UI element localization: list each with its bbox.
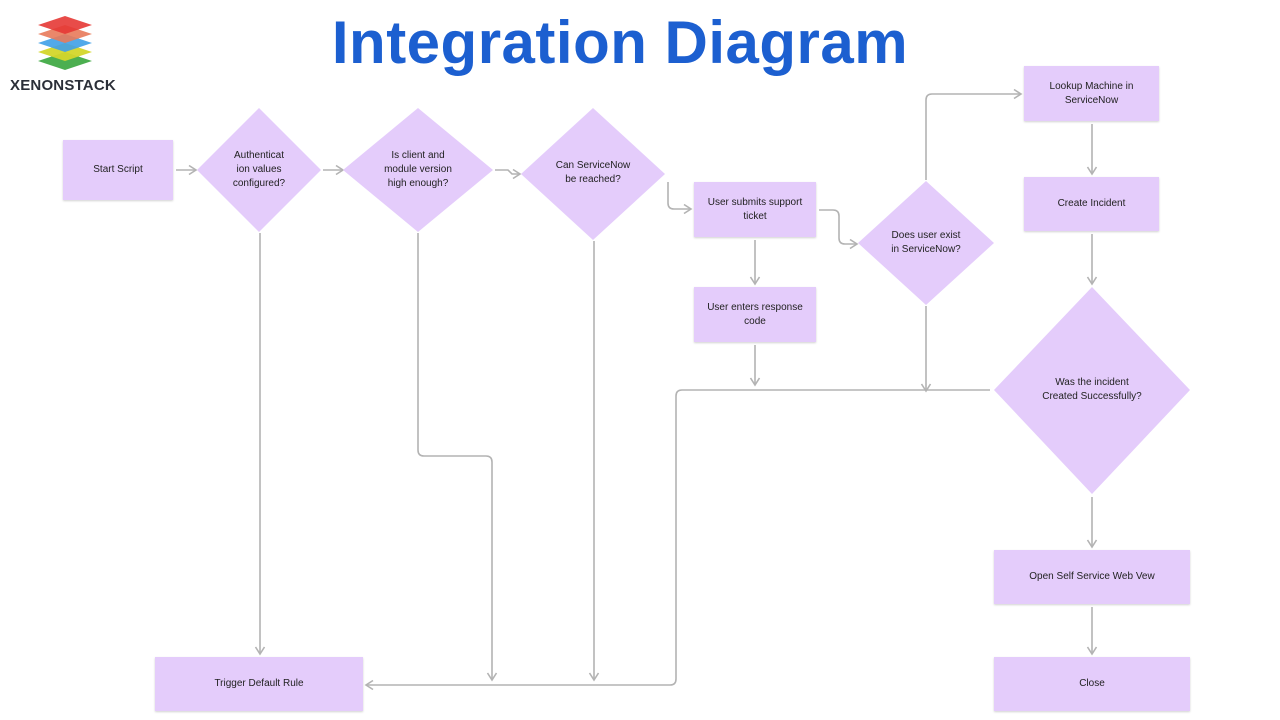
decision-auth-label: Authenticat ion values configured? — [232, 150, 286, 189]
decision-exist-label: Does user exist in ServiceNow? — [891, 230, 961, 255]
decision-auth-shape — [197, 108, 321, 232]
node-start-script: Start Script — [63, 140, 173, 200]
page-title: Integration Diagram — [331, 9, 909, 76]
node-lookup-machine: Lookup Machine in ServiceNow — [1024, 66, 1159, 121]
decision-reach-shape — [521, 108, 665, 240]
node-create-incident: Create Incident — [1024, 177, 1159, 231]
decision-success-shape — [994, 287, 1190, 494]
connector-reach-submit — [667, 182, 693, 215]
node-open-self-service: Open Self Service Web Vew — [994, 550, 1190, 604]
node-trigger-default-rule: Trigger Default Rule — [155, 657, 363, 711]
node-user-enters-code: User enters response code — [694, 287, 816, 342]
connector-submit-exist — [819, 209, 859, 250]
decision-version-shape — [343, 108, 493, 232]
connector-version-trigger — [417, 233, 498, 682]
brand-name: XENONSTACK — [10, 77, 116, 94]
decision-version-label: Is client and module version high enough… — [384, 150, 452, 189]
connector-success-trigger — [364, 389, 990, 691]
connector-version-reach — [495, 168, 522, 180]
node-close: Close — [994, 657, 1190, 711]
xenonstack-logo: XENONSTACK — [8, 10, 123, 100]
decision-exist-shape — [858, 181, 994, 305]
connector-exist-lookup — [925, 88, 1023, 180]
layered-stack-icon — [38, 16, 92, 70]
node-user-submits-ticket: User submits support ticket — [694, 182, 816, 237]
decision-success-label: Was the incident Created Successfully? — [1042, 377, 1142, 402]
decision-reach-label: Can ServiceNow be reached? — [555, 160, 631, 185]
